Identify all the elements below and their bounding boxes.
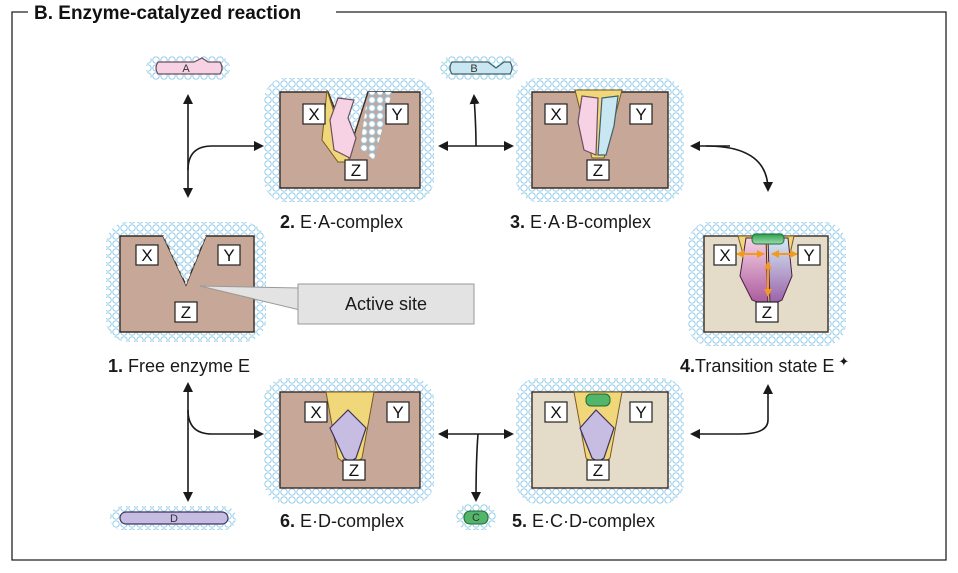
substrate-a-shape (155, 57, 223, 75)
transition-state-symbol: ✦ (838, 354, 849, 369)
site-y-label: Y (392, 403, 403, 422)
site-y-label: Y (391, 105, 402, 124)
molecule-b: B (440, 56, 518, 80)
site-z-box (586, 459, 610, 481)
state-3-label: 3. E·A·B-complex (510, 212, 651, 232)
site-y-box (629, 103, 653, 125)
arrow-eab-to-transition (705, 145, 773, 192)
site-y-box (797, 244, 821, 266)
site-z-label: Z (593, 461, 603, 480)
state-2-label: 2. E·A-complex (280, 212, 403, 232)
product-d-shape (119, 511, 229, 525)
site-y-label: Y (635, 105, 646, 124)
site-z-label: Z (181, 303, 191, 322)
site-x-box (304, 401, 328, 423)
arrow-to-molecule-b (469, 94, 480, 147)
state-5-label: 5. E·C·D-complex (512, 511, 655, 531)
product-c-shape (463, 510, 489, 525)
arrow-junction-bottom-middle (438, 429, 514, 502)
state-1-label: 1. Free enzyme E (108, 356, 250, 376)
state-6-label: 6. E·D-complex (280, 511, 404, 531)
site-y-box (386, 401, 410, 423)
active-site-callout: Active site (199, 283, 475, 325)
product-c-bound (585, 393, 611, 407)
molecule-d-label: D (170, 513, 178, 525)
callout-label: Active site (345, 294, 427, 314)
site-z-label: Z (351, 161, 361, 180)
arrow-to-ea-complex (187, 141, 264, 171)
site-z-box (586, 159, 610, 181)
state-4-transition-state: X Y Z (688, 222, 846, 346)
site-x-box (302, 103, 326, 125)
arrow-junction-top-middle (438, 94, 514, 151)
site-x-box (713, 244, 737, 266)
molecule-d: D (110, 506, 236, 530)
arrow-to-molecule-c (471, 433, 482, 502)
site-x-label: X (141, 246, 152, 265)
molecule-c-label: C (472, 512, 480, 524)
substrate-b (597, 95, 619, 156)
molecule-a-label: A (182, 63, 190, 75)
arrow-transition-to-ecd (690, 419, 769, 439)
state-6-ed-complex: X Y Z (264, 378, 434, 504)
arrow-junction-bottom-left (183, 382, 264, 502)
site-y-label: Y (635, 403, 646, 422)
substrate-a (329, 97, 357, 159)
frame-border (11, 11, 947, 561)
site-z-box (174, 301, 198, 323)
site-y-label: Y (223, 246, 234, 265)
open-site-b (360, 92, 392, 160)
molecule-a: A (146, 56, 230, 80)
site-x-label: X (308, 105, 319, 124)
site-y-label: Y (803, 246, 814, 265)
site-z-box (342, 459, 366, 481)
site-z-box (344, 159, 368, 181)
site-x-label: X (550, 403, 561, 422)
site-z-label: Z (349, 461, 359, 480)
state-3-eab-complex: X Y Z (516, 78, 684, 202)
site-z-box (755, 301, 779, 323)
transition-green-cap (751, 233, 785, 245)
active-site-cleft (163, 236, 206, 285)
state-2-ea-complex: X Y Z (264, 78, 434, 202)
state-5-ecd-complex: X Y Z (516, 378, 684, 504)
site-x-box (544, 401, 568, 423)
state-1-free-enzyme: X Y Z (106, 222, 266, 342)
site-x-box (544, 103, 568, 125)
site-y-box (385, 103, 409, 125)
site-x-label: X (550, 105, 561, 124)
site-z-label: Z (762, 303, 772, 322)
site-y-box (629, 401, 653, 423)
molecule-c: C (456, 504, 496, 530)
site-x-box (135, 244, 159, 266)
molecule-b-label: B (470, 63, 477, 75)
site-z-label: Z (593, 161, 603, 180)
state-4-label: 4.Transition state E✦ (680, 354, 849, 376)
arrow-to-ed-complex-left (187, 409, 264, 439)
product-d (579, 409, 615, 463)
arrow-junction-top-left (183, 94, 264, 198)
site-y-box (217, 244, 241, 266)
callout-box (297, 283, 475, 325)
site-x-label: X (719, 246, 730, 265)
diagram-title: B. Enzyme-catalyzed reaction (34, 3, 301, 24)
site-x-label: X (310, 403, 321, 422)
substrate-a (577, 95, 599, 156)
substrate-b-shape (449, 61, 513, 75)
product-d (329, 409, 367, 463)
